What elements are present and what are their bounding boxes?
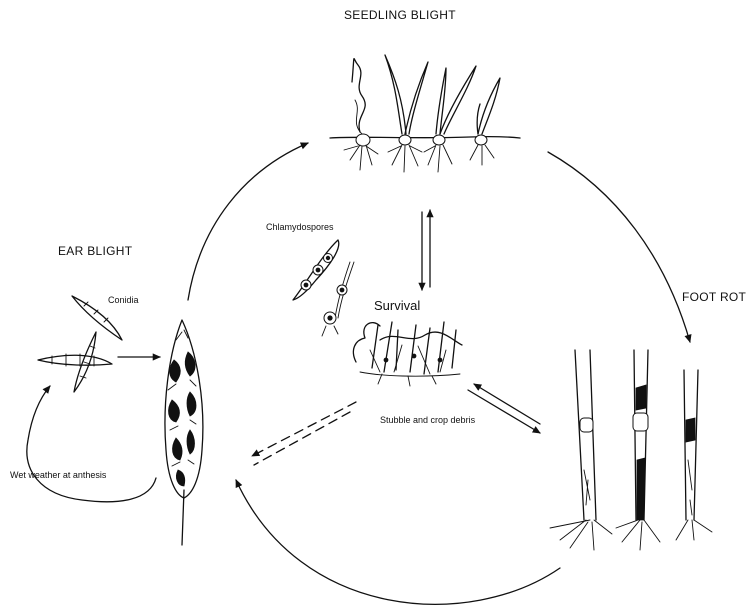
arrow-wet-weather-loop	[27, 386, 156, 502]
wheat-ear-illustration	[165, 320, 203, 545]
wet-weather-label: Wet weather at anthesis	[10, 470, 106, 480]
ear-blight-label: EAR BLIGHT	[58, 244, 132, 258]
foot-rot-label: FOOT ROT	[682, 290, 746, 304]
survival-label: Survival	[374, 298, 420, 313]
arrow-footrot-to-ear	[236, 480, 560, 604]
conidia-label: Conidia	[108, 295, 139, 305]
foot-rot-stems-illustration	[550, 350, 712, 550]
arrow-seedling-to-footrot	[548, 152, 690, 342]
seedling-blight-label: SEEDLING BLIGHT	[344, 8, 456, 22]
stubble-illustration	[353, 322, 462, 386]
conidia-illustration	[38, 296, 122, 392]
arrow-survival-to-ear-dashed-1	[252, 402, 356, 456]
chlamydospores-label: Chlamydospores	[266, 222, 334, 232]
seedlings-illustration	[330, 55, 520, 172]
arrow-survival-to-footrot	[468, 390, 540, 433]
arrow-footrot-to-survival	[474, 384, 540, 424]
chlamydospores-illustration	[293, 240, 354, 336]
arrow-survival-to-ear-dashed-2	[254, 412, 350, 465]
stubble-label: Stubble and crop debris	[380, 415, 475, 425]
